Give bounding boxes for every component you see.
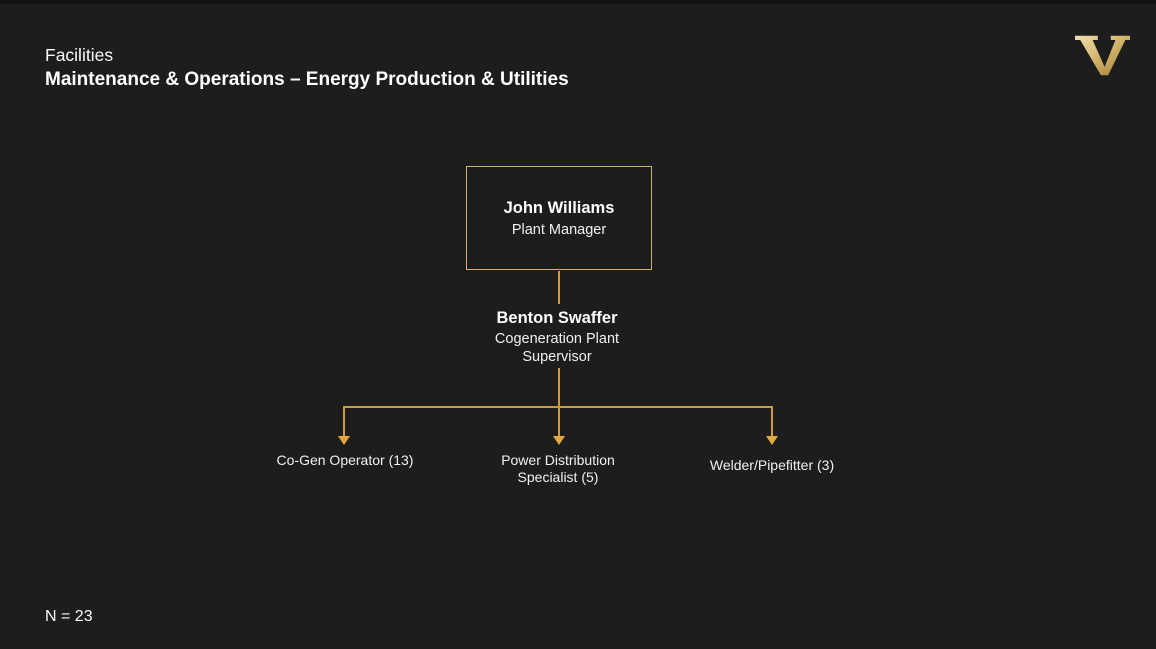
headcount-note: N = 23: [45, 608, 93, 625]
department-label: Facilities: [45, 45, 114, 65]
org-leaf-power-distribution-specialist: Power Distribution Specialist (5): [458, 452, 658, 486]
slide-header: Facilities Maintenance & Operations – En…: [45, 43, 569, 92]
connector-drop-right: [771, 406, 773, 436]
page-title: Maintenance & Operations – Energy Produc…: [45, 69, 569, 90]
connector-root-to-supervisor: [558, 271, 560, 304]
org-leaf-cogen-operator: Co-Gen Operator (13): [245, 452, 445, 469]
arrow-down-icon: [766, 436, 778, 445]
org-node-supervisor: Benton Swaffer Cogeneration Plant Superv…: [457, 308, 657, 366]
person-title: Cogeneration Plant Supervisor: [494, 331, 620, 365]
org-node-plant-manager: John Williams Plant Manager: [466, 166, 652, 270]
person-name: Benton Swaffer: [496, 309, 618, 327]
person-title: Plant Manager: [511, 221, 607, 238]
arrow-down-icon: [338, 436, 350, 445]
connector-supervisor-to-rail: [558, 368, 560, 408]
connector-drop-left: [343, 406, 345, 436]
person-name: John Williams: [503, 198, 615, 217]
vanderbilt-v-icon: [1074, 33, 1131, 78]
report-label-text: Power Distribution Specialist (5): [501, 452, 615, 485]
org-leaf-welder-pipefitter: Welder/Pipefitter (3): [672, 457, 872, 474]
arrow-down-icon: [553, 436, 565, 445]
report-label-text: Co-Gen Operator (13): [276, 452, 414, 468]
connector-drop-middle: [558, 406, 560, 436]
report-label-text: Welder/Pipefitter (3): [709, 457, 835, 473]
top-window-strip: [0, 0, 1156, 4]
